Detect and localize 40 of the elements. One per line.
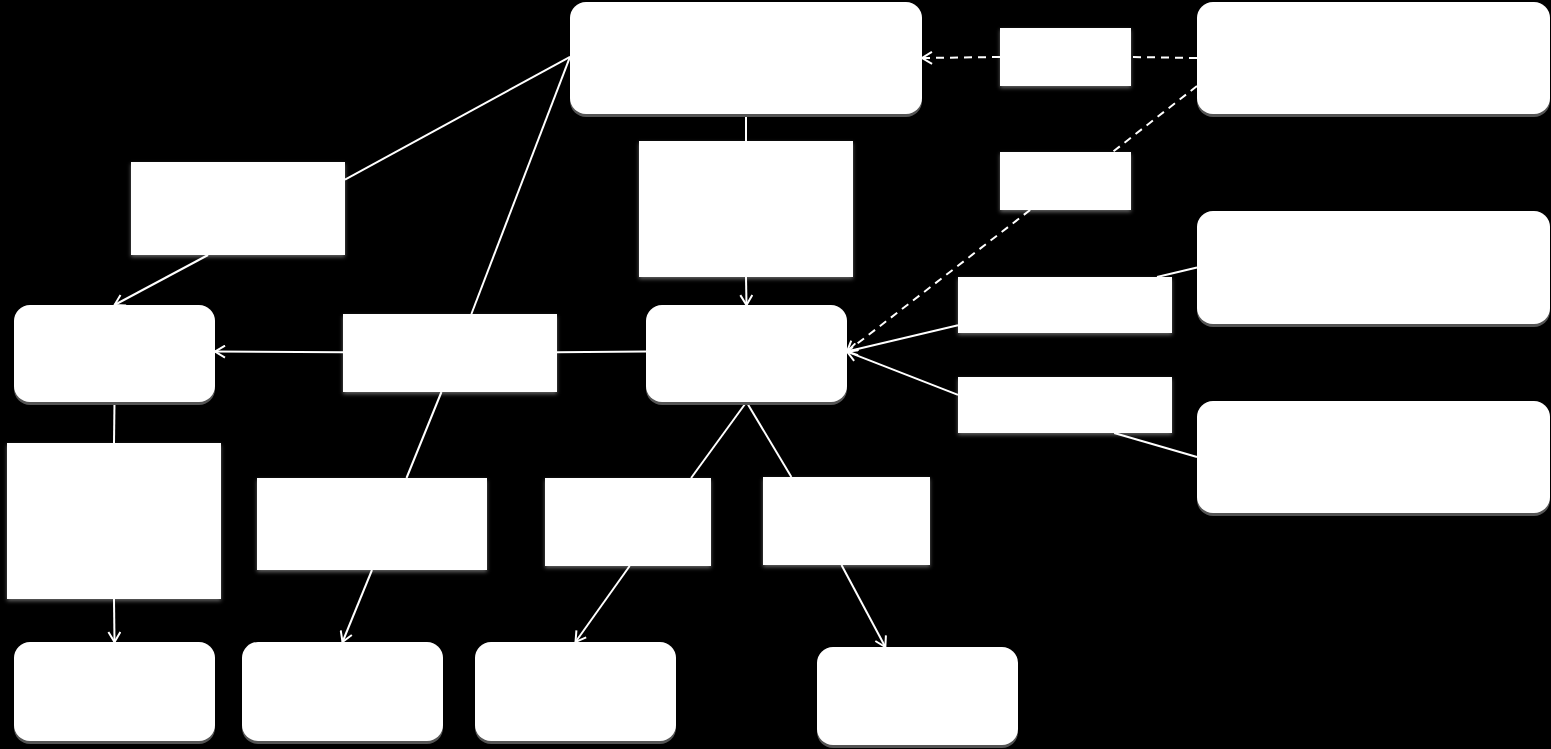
rectangle-box — [1000, 28, 1131, 86]
rectangle-box — [131, 162, 345, 255]
rounded-box — [1197, 211, 1550, 324]
connector-line — [1130, 56, 1198, 59]
connector-line — [556, 350, 647, 354]
arrow — [339, 569, 373, 643]
connector-line — [470, 55, 571, 315]
rounded-box — [1197, 2, 1550, 114]
rectangle-box — [958, 377, 1172, 433]
rectangle-box — [7, 443, 221, 599]
connector-line — [344, 55, 571, 181]
rectangle-box — [257, 478, 487, 570]
arrow — [739, 276, 754, 306]
rectangle-box — [763, 477, 930, 565]
arrow — [846, 348, 959, 396]
rounded-box — [14, 642, 215, 741]
rectangle-box — [545, 478, 711, 566]
arrow — [921, 50, 1001, 65]
arrow — [574, 565, 631, 643]
arrow — [113, 254, 210, 307]
rectangle-box — [958, 277, 1172, 333]
rounded-box — [646, 305, 847, 402]
arrow — [840, 564, 887, 648]
rounded-box — [817, 647, 1018, 745]
rounded-box — [14, 305, 215, 402]
arrow — [107, 598, 122, 643]
arrow — [846, 324, 959, 357]
rounded-box — [570, 2, 922, 114]
rectangle-box — [639, 141, 853, 277]
connector-line — [1113, 432, 1198, 458]
rounded-box — [475, 642, 676, 741]
rounded-box — [1197, 401, 1550, 513]
arrow — [214, 344, 344, 359]
connector-line — [1156, 266, 1198, 278]
rounded-box — [242, 642, 443, 741]
connector-line — [405, 391, 443, 479]
connector-line — [1111, 85, 1198, 153]
rectangle-box — [1000, 152, 1131, 210]
rectangle-box — [343, 314, 557, 392]
arrow — [846, 209, 1032, 353]
